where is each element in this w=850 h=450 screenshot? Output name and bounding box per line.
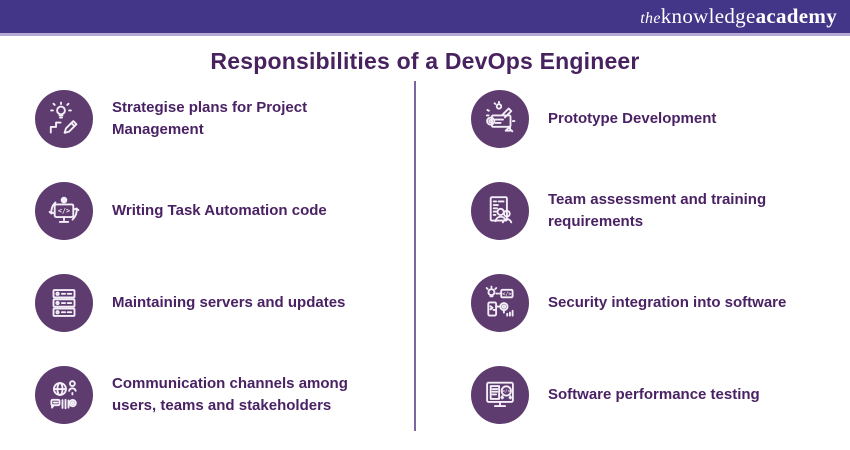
security-integration-icon: </> (471, 274, 529, 332)
right-column: Prototype Development Team assessment an… (416, 77, 850, 445)
svg-text:</>: </> (502, 292, 511, 298)
item-maintaining-servers: Maintaining servers and updates (35, 274, 414, 332)
performance-testing-icon: </> (471, 366, 529, 424)
item-label: Writing Task Automation code (112, 202, 327, 220)
item-performance-testing: </> Software performance testing (471, 366, 850, 424)
page-title: Responsibilities of a DevOps Engineer (210, 48, 640, 74)
logo-academy: academy (755, 4, 837, 28)
item-label: Prototype Development (548, 110, 717, 128)
left-column: Strategise plans for Project Management … (0, 77, 414, 445)
item-label: Security integration into software (548, 294, 787, 312)
brand-header-bar: theknowledgeacademy (0, 0, 850, 36)
item-communication-channels: Communication channels among users, team… (35, 366, 414, 424)
svg-text:</>: </> (502, 388, 510, 394)
item-label: Communication channels among users, team… (112, 375, 348, 414)
communication-icon (35, 366, 93, 424)
item-prototype-development: Prototype Development (471, 90, 850, 148)
item-label: Software performance testing (548, 386, 760, 404)
code-automation-icon: </> (35, 182, 93, 240)
logo-knowledge: knowledge (660, 4, 756, 28)
knowledge-academy-logo: theknowledgeacademy (640, 6, 837, 27)
column-divider (414, 81, 416, 431)
item-security-integration: </> Security integration into software (471, 274, 850, 332)
logo-the: the (640, 10, 661, 27)
item-label: Maintaining servers and updates (112, 294, 346, 312)
responsibilities-grid: Strategise plans for Project Management … (0, 77, 850, 445)
item-label: Team assessment and training requirement… (548, 191, 767, 230)
item-task-automation: </> Writing Task Automation code (35, 182, 414, 240)
item-label: Strategise plans for Project Management (112, 99, 308, 138)
prototype-icon (471, 90, 529, 148)
item-strategise-plans: Strategise plans for Project Management (35, 90, 414, 148)
server-stack-icon (35, 274, 93, 332)
idea-strategy-icon (35, 90, 93, 148)
item-team-assessment: Team assessment and training requirement… (471, 182, 850, 240)
team-assessment-icon (471, 182, 529, 240)
svg-text:</>: </> (58, 207, 70, 215)
